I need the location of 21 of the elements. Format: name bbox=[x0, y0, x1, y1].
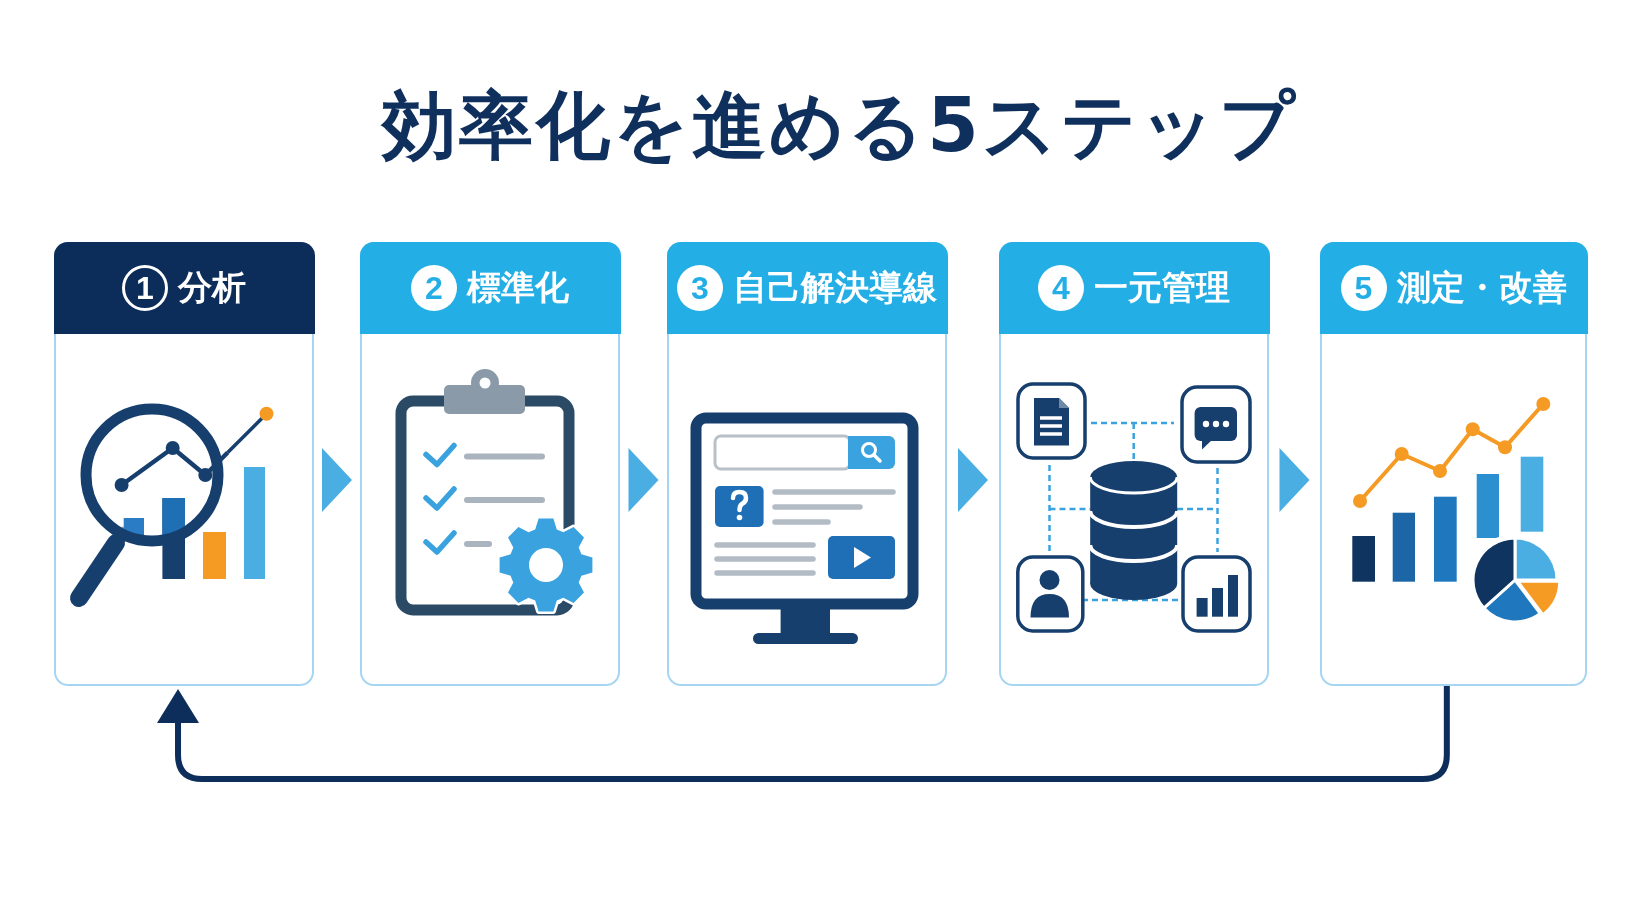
chevron-arrow bbox=[322, 448, 352, 512]
step-card bbox=[54, 242, 314, 686]
step-card bbox=[1320, 242, 1587, 686]
chevron-arrow bbox=[958, 448, 988, 512]
chevron-arrow bbox=[628, 448, 659, 512]
step-card bbox=[667, 242, 947, 686]
number-badge: 5 bbox=[1340, 264, 1387, 311]
number-badge: 1 bbox=[122, 264, 168, 311]
number-badge: 2 bbox=[411, 264, 457, 311]
step-title: 一元管理 bbox=[1094, 267, 1230, 308]
number-badge: 4 bbox=[1038, 264, 1084, 311]
step-title: 自己解決導線 bbox=[733, 267, 937, 308]
step-title: 標準化 bbox=[467, 267, 569, 308]
step-title: 分析 bbox=[178, 267, 246, 308]
step-title: 測定・改善 bbox=[1396, 267, 1567, 308]
chevron-arrow bbox=[1279, 448, 1310, 512]
title: 効率化を進める5ステップ bbox=[379, 81, 1299, 170]
number-badge: 3 bbox=[677, 264, 723, 311]
feedback-arrow bbox=[157, 686, 1450, 782]
step-card bbox=[999, 242, 1269, 686]
step-card bbox=[360, 242, 620, 686]
